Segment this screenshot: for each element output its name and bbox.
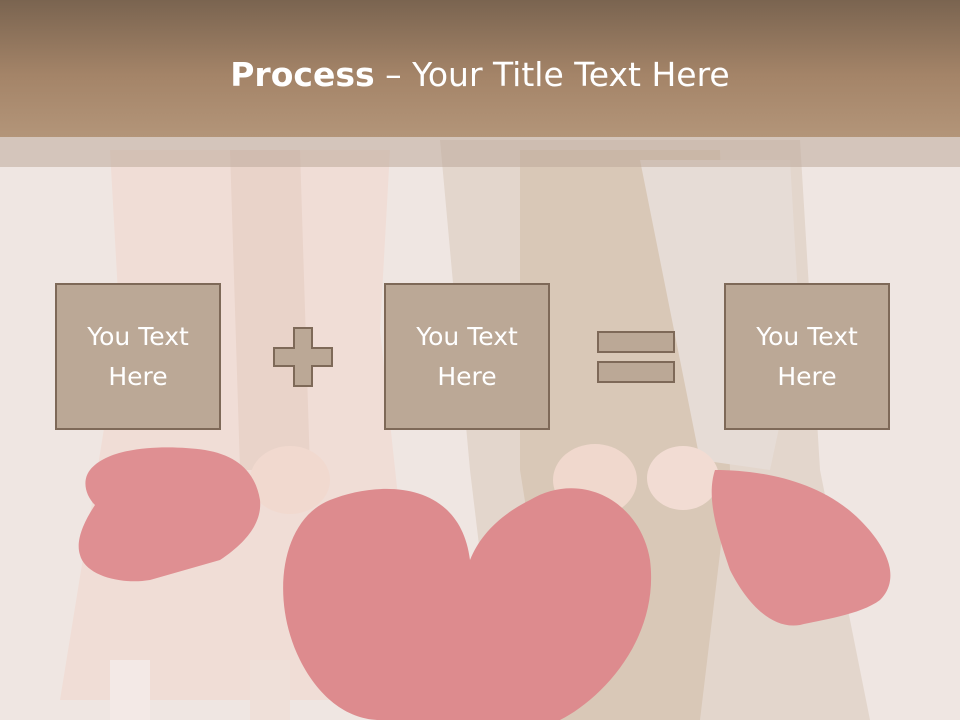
title-rest-part: – Your Title Text Here [374,55,730,94]
equals-icon [597,331,675,383]
title-bold-part: Process [230,55,375,94]
title-bar [0,0,960,137]
process-box-1[interactable]: You Text Here [55,283,221,430]
process-box-2-text: You Text Here [416,321,518,391]
slide-title[interactable]: Process – Your Title Text Here [0,50,960,100]
process-box-2[interactable]: You Text Here [384,283,550,430]
process-box-1-text: You Text Here [87,321,189,391]
process-box-3-text: You Text Here [756,321,858,391]
title-divider-strip [0,137,960,167]
plus-icon [273,327,333,387]
process-box-3[interactable]: You Text Here [724,283,890,430]
